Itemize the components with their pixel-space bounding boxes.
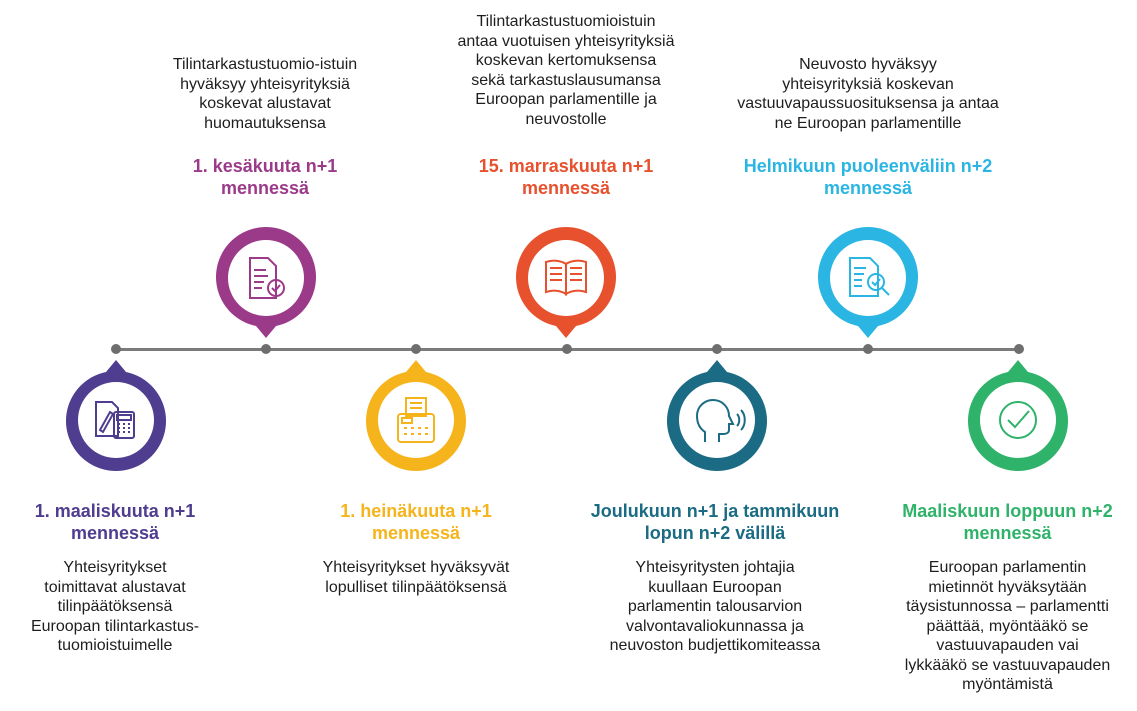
milestone-6-heading: Helmikuun puoleenväliin n+2 mennessä bbox=[743, 156, 993, 198]
timeline-dot bbox=[111, 344, 121, 354]
milestone-2-heading: 1. kesäkuuta n+1 mennessä bbox=[192, 156, 338, 198]
milestone-5-pin bbox=[661, 360, 773, 480]
milestone-7-heading: Maaliskuun loppuun n+2 mennessä bbox=[902, 501, 1113, 543]
milestone-3-pin bbox=[360, 360, 472, 480]
milestone-2-description: Tilintarkastustuomio-istuin hyväksyy yht… bbox=[172, 56, 358, 132]
speaking-head-icon bbox=[695, 398, 746, 442]
milestone-1-description: Yhteisyritykset toimittavat alustavat ti… bbox=[30, 559, 200, 654]
milestone-4-heading: 15. marraskuuta n+1 mennessä bbox=[478, 156, 654, 198]
milestone-5-heading: Joulukuun n+1 ja tammikuun lopun n+2 väl… bbox=[590, 501, 840, 543]
milestone-7-description: Euroopan parlamentin mietinnöt hyväksytä… bbox=[904, 559, 1111, 693]
timeline-dot bbox=[712, 344, 722, 354]
timeline-dot bbox=[1014, 344, 1024, 354]
milestone-3-heading: 1. heinäkuuta n+1 mennessä bbox=[340, 501, 492, 543]
milestone-3-description: Yhteisyritykset hyväksyvät lopulliset ti… bbox=[322, 559, 510, 596]
milestone-4-description: Tilintarkastustuomioistuin antaa vuotuis… bbox=[457, 13, 675, 128]
timeline-dot bbox=[562, 344, 572, 354]
milestone-2-pin bbox=[210, 218, 322, 338]
milestone-4-pin bbox=[510, 218, 622, 338]
document-check-icon bbox=[249, 257, 285, 299]
timeline-dot bbox=[411, 344, 421, 354]
timeline-dot bbox=[863, 344, 873, 354]
milestone-1-heading: 1. maaliskuuta n+1 mennessä bbox=[34, 501, 196, 543]
milestone-5-description: Yhteisyritysten johtajia kuullaan Euroop… bbox=[609, 559, 821, 654]
calculator-receipt-icon bbox=[397, 397, 435, 443]
open-book-icon bbox=[545, 259, 587, 296]
milestone-7-pin bbox=[962, 360, 1074, 480]
timeline-dot bbox=[261, 344, 271, 354]
document-magnifier-icon bbox=[849, 257, 890, 297]
milestone-6-pin bbox=[812, 218, 924, 338]
check-circle-icon bbox=[999, 401, 1037, 439]
milestone-1-pin bbox=[60, 360, 172, 480]
milestone-6-description: Neuvosto hyväksyy yhteisyrityksiä koskev… bbox=[737, 56, 999, 132]
document-calculator-icon bbox=[95, 401, 135, 439]
